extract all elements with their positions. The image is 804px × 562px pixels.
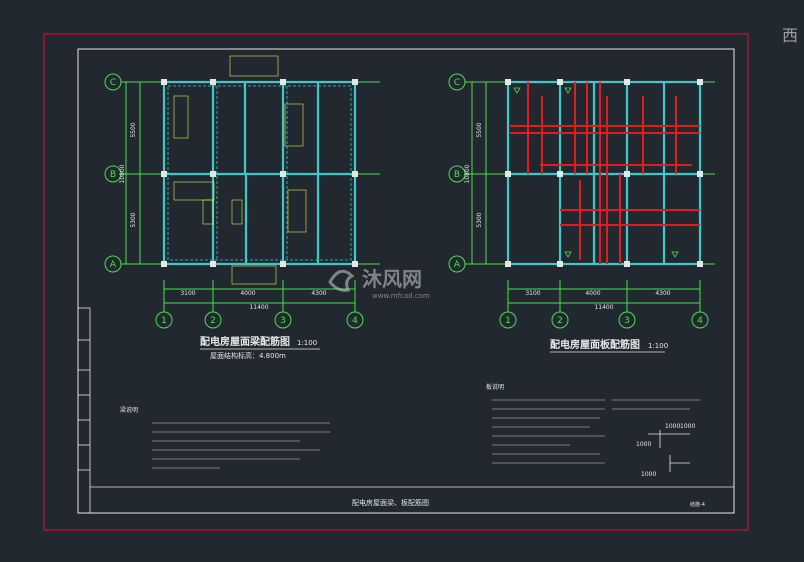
left-dim-4300: 4300 xyxy=(311,290,326,297)
beam-annotations xyxy=(173,55,307,285)
watermark-logo-icon xyxy=(328,269,355,292)
left-col-label-3: 3 xyxy=(280,316,286,326)
left-dim-11400: 11400 xyxy=(249,304,268,311)
right-dim-4300: 4300 xyxy=(655,290,670,297)
right-slab-plan xyxy=(448,73,715,329)
legend-label-1: 1000 xyxy=(665,423,680,430)
left-dim-3100: 3100 xyxy=(180,290,195,297)
right-dim-3100: 3100 xyxy=(525,290,540,297)
watermark: 沐风网 www.mfcad.com xyxy=(328,267,430,300)
right-col-label-3: 3 xyxy=(624,316,630,326)
legend-label-3: 1000 xyxy=(636,441,651,448)
right-dim-5500: 5500 xyxy=(476,122,483,137)
slab-rebars xyxy=(510,82,700,264)
right-row-label-A: A xyxy=(454,260,461,270)
left-row-label-B: B xyxy=(110,170,116,180)
right-notes-heading: 板说明 xyxy=(486,383,504,391)
left-plan-scale: 1:100 xyxy=(297,339,317,347)
left-dim-4000: 4000 xyxy=(240,290,255,297)
right-notes-lines xyxy=(492,399,700,464)
left-beam-plan xyxy=(104,55,380,329)
right-dim-11400: 11400 xyxy=(594,304,613,311)
left-col-label-2: 2 xyxy=(210,316,216,326)
left-dim-5500: 5500 xyxy=(130,122,137,137)
left-col-label-4: 4 xyxy=(352,316,358,326)
left-row-label-A: A xyxy=(110,260,117,270)
left-notes-lines xyxy=(152,422,330,469)
left-dim-10800: 10800 xyxy=(119,164,126,183)
right-row-label-B: B xyxy=(454,170,460,180)
right-plan-scale: 1:100 xyxy=(648,342,668,350)
left-dim-5300: 5300 xyxy=(130,212,137,227)
sheet-title: 配电房屋面梁、板配筋图 xyxy=(352,498,429,507)
right-plan-title: 配电房屋面板配筋图 xyxy=(550,338,640,351)
right-dim-5300: 5300 xyxy=(476,212,483,227)
right-dim-10800: 10800 xyxy=(464,164,471,183)
legend-label-4: 1000 xyxy=(641,471,656,478)
watermark-url: www.mfcad.com xyxy=(372,292,430,300)
right-col-label-2: 2 xyxy=(557,316,563,326)
title-block-column xyxy=(77,307,91,514)
sheet-inner-frame xyxy=(77,48,735,514)
left-row-label-C: C xyxy=(110,78,116,88)
left-col-label-1: 1 xyxy=(161,316,167,326)
right-col-label-4: 4 xyxy=(697,316,703,326)
corner-glyph: 西 xyxy=(781,26,798,45)
drawing-number: 结施-4 xyxy=(690,501,705,508)
rebar-legend-symbol xyxy=(648,430,690,472)
watermark-text: 沐风网 xyxy=(362,267,422,291)
right-col-label-1: 1 xyxy=(505,316,511,326)
sheet-outer-frame xyxy=(43,33,749,531)
right-row-label-C: C xyxy=(454,78,460,88)
left-plan-subtitle: 屋面结构标高：4.800m xyxy=(210,351,286,360)
left-notes-heading: 梁说明 xyxy=(120,406,138,414)
legend-label-2: 1000 xyxy=(680,423,695,430)
left-plan-title: 配电房屋面梁配筋图 xyxy=(200,335,290,348)
right-dim-4000: 4000 xyxy=(585,290,600,297)
